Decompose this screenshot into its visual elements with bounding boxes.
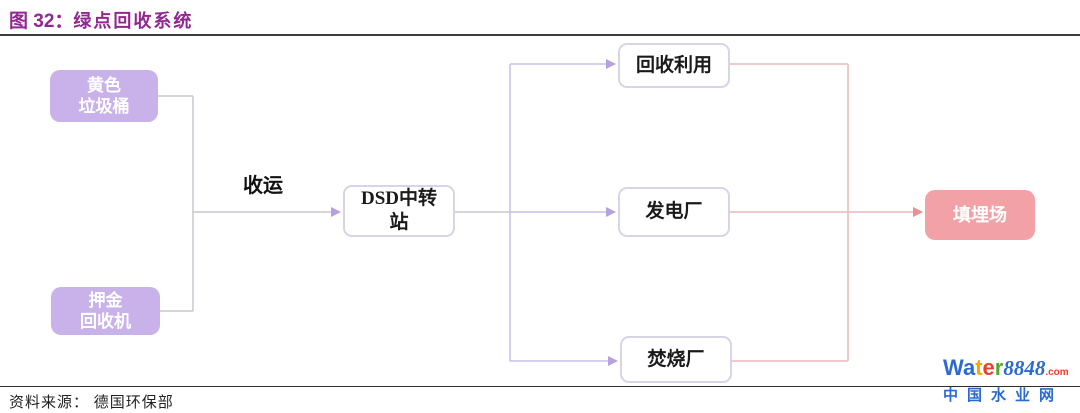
node-yellow-bin-line2: 垃圾桶 [78,97,130,116]
node-landfill: 填埋场 [925,190,1035,240]
node-deposit-line2: 回收机 [80,312,131,331]
connector-pink-group [730,63,913,362]
watermark-letter: t [975,355,983,380]
edge-label-collection: 收运 [243,175,283,197]
connector-left-group [158,95,510,312]
footer-divider [0,386,1080,387]
node-yellow-bin: 黄色 垃圾桶 [50,70,158,122]
node-incineration-plant: 焚烧厂 [620,336,732,383]
node-incineration-label: 焚烧厂 [647,348,705,370]
watermark-number: 8848 [1003,356,1046,380]
node-power-label: 发电厂 [645,201,703,223]
figure-number: 图 32： [9,11,74,32]
figure-header: 图 32：绿点回收系统 [9,6,193,33]
arrowhead-into-recycling [606,59,616,69]
arrowhead-into-landfill [913,207,923,217]
node-landfill-label: 填埋场 [953,204,1007,225]
arrowhead-into-power [606,207,616,217]
arrowhead-into-dsd [331,207,341,217]
node-deposit-machine: 押金 回收机 [51,287,160,335]
node-recycling-label: 回收利用 [635,54,712,76]
node-power-plant: 发电厂 [618,187,730,237]
watermark-site-name: Water8848.com [943,355,1075,380]
node-deposit-line1: 押金 [88,290,123,310]
watermark-letter: a [962,355,976,380]
watermark-domain: .com [1045,367,1069,378]
watermark-cn-name: 中国水业网 [943,388,1064,405]
node-dsd-station: DSD中转 站 [343,185,455,237]
watermark-logo: Water8848.com 中国水业网 [943,355,1075,405]
connector-branch-group [509,63,608,362]
node-dsd-line2: 站 [389,212,409,233]
header-divider [0,34,1080,36]
arrowhead-into-incineration [608,356,618,366]
watermark-letter: r [994,355,1004,380]
node-recycling: 回收利用 [618,43,730,88]
watermark-letter: W [943,355,963,380]
figure-title: 绿点回收系统 [73,11,194,31]
watermark-letter: e [982,355,995,380]
node-dsd-line1: DSD中转 [360,188,437,210]
node-yellow-bin-line1: 黄色 [87,75,121,95]
source-note: 资料来源： 德国环保部 [9,395,174,411]
